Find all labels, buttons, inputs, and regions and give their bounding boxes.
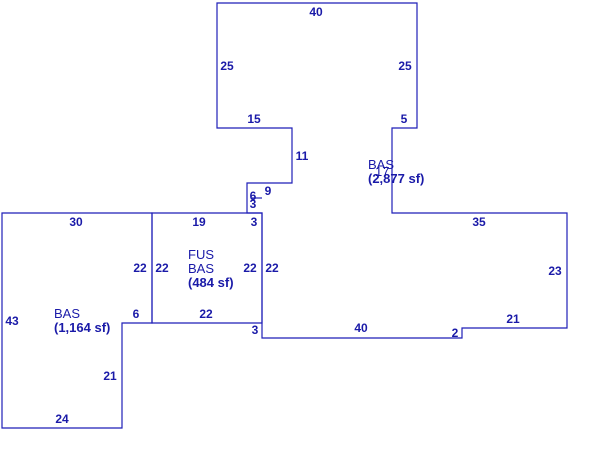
area-main-code: BAS [368, 157, 394, 172]
dim-step-width: 15 [247, 112, 261, 126]
dim-bottom-right-21: 21 [506, 312, 520, 326]
dim-right-height: 23 [548, 264, 562, 278]
dim-fus-bottom-22: 22 [199, 307, 213, 321]
dim-left-notch-6: 6 [133, 307, 140, 321]
dim-fus-left-22: 22 [155, 261, 169, 275]
dim-top-right-height: 25 [398, 59, 412, 73]
dim-left-bottom-24: 24 [55, 412, 69, 426]
dim-small-6: 6 [250, 189, 257, 203]
dim-bottom-step-2: 2 [452, 326, 459, 340]
dim-fus-right-22b: 22 [265, 261, 279, 275]
dim-fus-top-3: 3 [251, 215, 258, 229]
dim-bottom-width-40: 40 [354, 321, 368, 335]
dim-small-9: 9 [265, 184, 272, 198]
dim-top-left-height: 25 [220, 59, 234, 73]
dim-left-height: 43 [5, 314, 19, 328]
area-fus-code-top: FUS [188, 247, 214, 262]
area-fus-size: (484 sf) [188, 275, 234, 290]
dim-notch-5: 5 [401, 112, 408, 126]
area-left-code: BAS [54, 306, 80, 321]
dim-fus-bottom-3: 3 [252, 323, 259, 337]
dim-step-height: 11 [296, 149, 309, 163]
dim-left-inner-22: 22 [133, 261, 147, 275]
main-bas-outline [216, 2, 568, 339]
area-main-size: (2,877 sf) [368, 171, 424, 186]
dim-fus-right-22a: 22 [243, 261, 257, 275]
area-left-size: (1,164 sf) [54, 320, 110, 335]
dim-left-lower-21: 21 [103, 369, 117, 383]
area-main-overlap-digits: 17 [375, 164, 389, 179]
dim-right-top-width: 35 [472, 215, 486, 229]
area-fus-code: BAS [188, 261, 214, 276]
dim-top-width: 40 [309, 5, 323, 19]
dim-fus-top-width: 19 [192, 215, 206, 229]
dim-small-3: 3 [250, 197, 257, 211]
fus-outline [151, 212, 263, 324]
dim-left-top-width: 30 [69, 215, 83, 229]
